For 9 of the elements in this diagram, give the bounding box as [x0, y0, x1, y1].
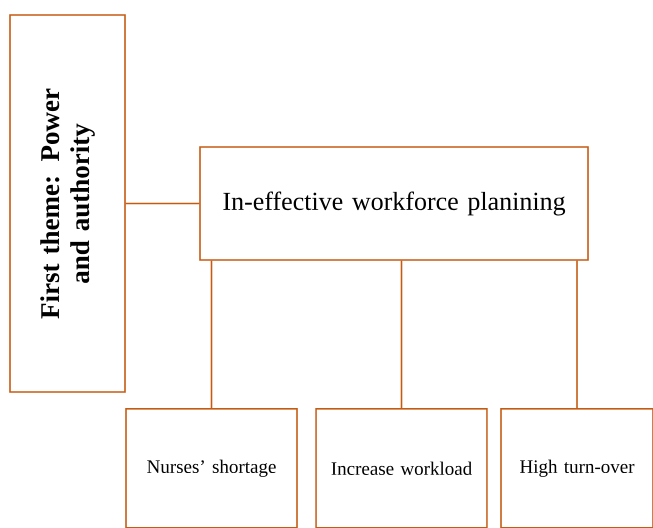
process-box: Nurses’ shortage — [125, 408, 298, 528]
connector-line — [210, 260, 212, 408]
connector-line — [126, 202, 200, 204]
connector-line — [400, 260, 402, 408]
process-box: Increase workload — [315, 408, 488, 528]
connector-line — [576, 260, 578, 408]
process-box: High turn-over — [500, 408, 653, 528]
theme-box: First theme: Power and authority — [9, 14, 126, 393]
process-box: In-effective workforce planining — [199, 146, 589, 261]
